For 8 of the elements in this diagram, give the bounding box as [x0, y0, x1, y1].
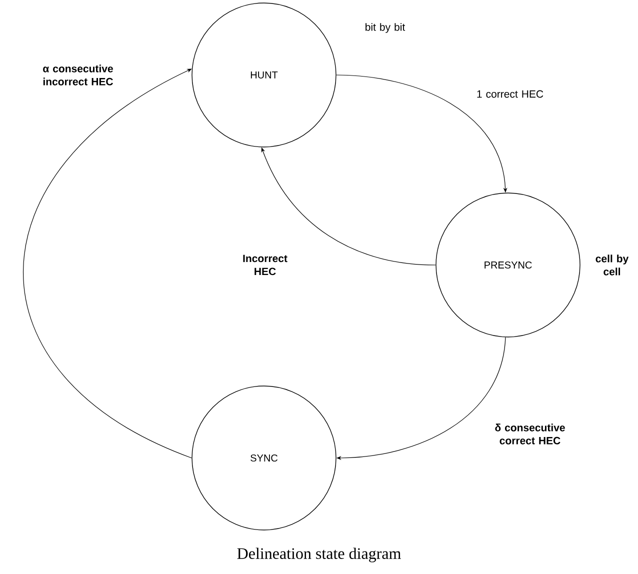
state-note: cell by cell — [596, 254, 629, 276]
edge-label: 1 correct HEC — [477, 90, 544, 98]
caption: Delineation state diagram — [237, 548, 401, 562]
edge-label: δ consecutive correct HEC — [495, 424, 565, 444]
arrow — [22, 68, 192, 458]
edge-label: α consecutive incorrect HEC — [43, 64, 113, 86]
edge-label: Incorrect HEC — [243, 254, 288, 276]
state-note: bit by bit — [366, 23, 406, 33]
